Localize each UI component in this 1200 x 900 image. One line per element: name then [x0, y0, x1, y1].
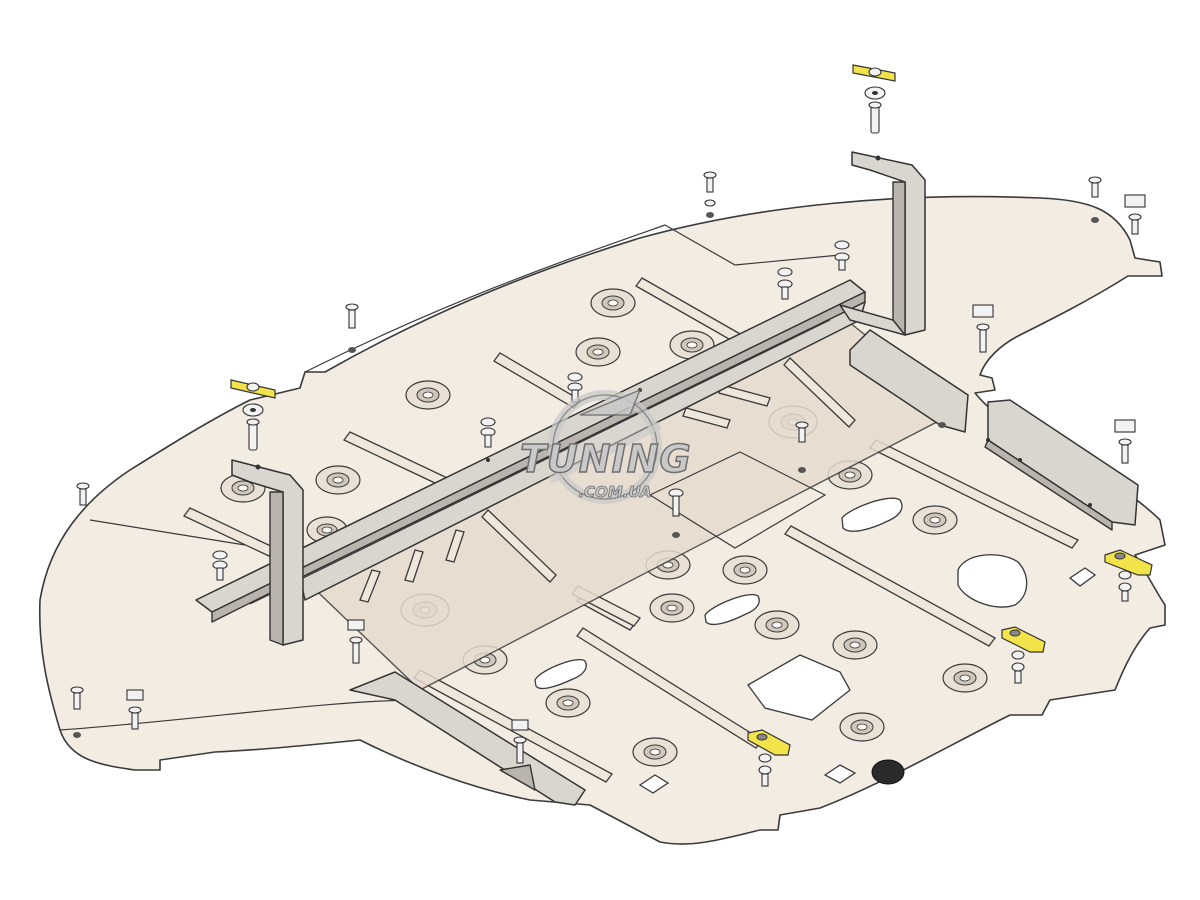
- bolt: [345, 303, 359, 353]
- left-mounting-bracket: [231, 459, 304, 646]
- bolt: [834, 240, 850, 271]
- bolt: [511, 719, 529, 764]
- side-flanges: [349, 329, 1139, 806]
- bolt: [70, 686, 84, 738]
- drain-plug-grommet: [871, 759, 905, 785]
- bolt: [1124, 194, 1146, 235]
- bolt: [938, 422, 946, 428]
- bolt: [1118, 570, 1132, 602]
- bolt: [212, 550, 228, 581]
- bolt: [1114, 419, 1136, 464]
- right-mounting-bracket: [839, 151, 926, 336]
- bolt: [758, 753, 772, 787]
- bolt: [480, 417, 496, 448]
- bolt: [795, 421, 809, 473]
- bolt: [668, 488, 684, 538]
- bolt: [1011, 650, 1025, 684]
- bolt: [777, 267, 793, 300]
- bolt: [972, 304, 994, 353]
- bolt: [126, 689, 144, 730]
- bolt: [703, 171, 717, 218]
- bolt: [347, 619, 365, 664]
- bolt: [76, 482, 90, 506]
- plate-openings: [534, 497, 1097, 794]
- bolt: [1088, 176, 1102, 223]
- fastener-stack-top-right: [852, 64, 896, 134]
- fasteners: [70, 64, 1153, 787]
- fastener-stack-left: [230, 379, 276, 451]
